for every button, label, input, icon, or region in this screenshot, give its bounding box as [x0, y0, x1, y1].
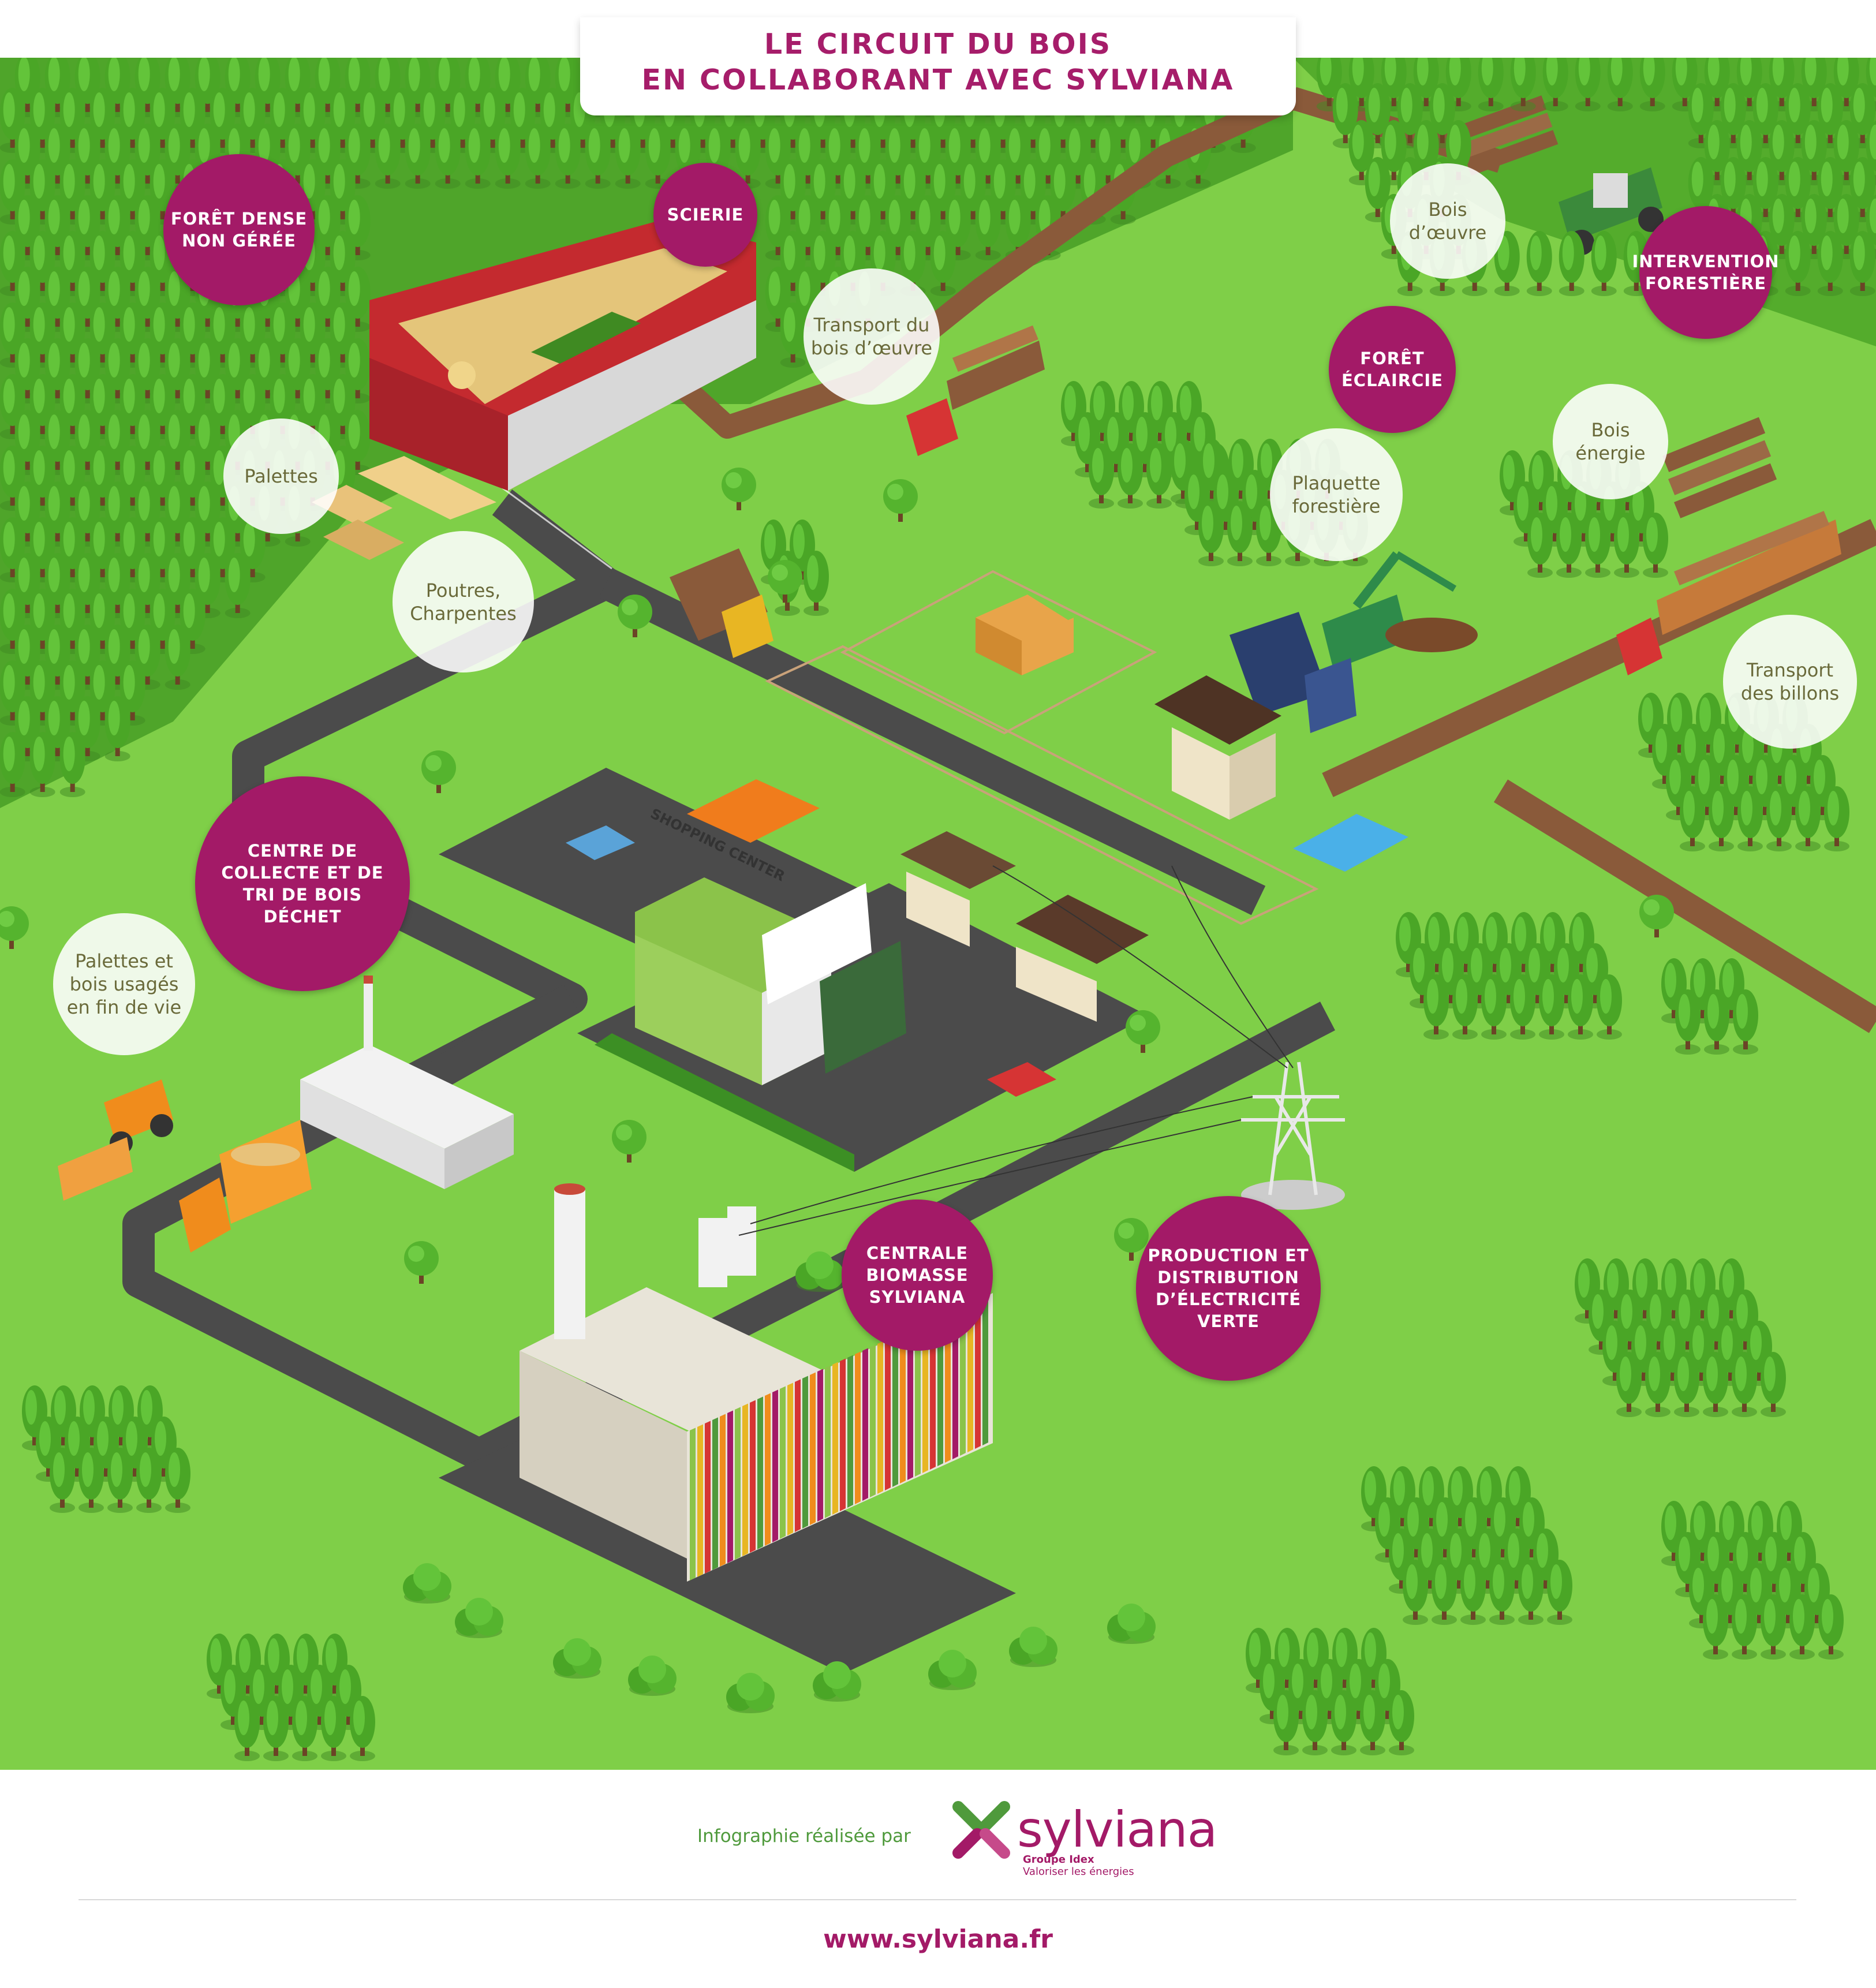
website-link[interactable]: www.sylviana.fr [823, 1925, 1053, 1954]
facade-stripe [967, 1299, 973, 1452]
bubble-bois-oeuvre: Bois d’œuvre [1390, 163, 1505, 279]
facade-stripe [915, 1324, 921, 1477]
bubble-transport-billons: Transport des billons [1723, 615, 1857, 749]
house-brown-roof [1154, 675, 1281, 820]
house-small [900, 831, 1149, 1022]
dump-truck-blue [1230, 612, 1356, 733]
car-blue [566, 825, 635, 860]
facade-stripe [862, 1348, 868, 1501]
bubble-poutres-charpentes: Poutres, Charpentes [393, 531, 534, 672]
fenced-lot [765, 570, 1319, 925]
facade-stripe [690, 1428, 696, 1580]
facade-stripe [907, 1327, 913, 1480]
bubble-centre-collecte: CENTRE DE COLLECTE ET DE TRI DE BOIS DÉC… [195, 776, 410, 991]
tree-icon [1575, 58, 1601, 111]
facade-stripe [847, 1355, 853, 1508]
tree-icon [1639, 58, 1665, 111]
swimming-pool [1293, 814, 1408, 872]
wood-loader [58, 1079, 173, 1201]
sawmill-building [369, 219, 756, 491]
logo-group: Groupe Idex [1023, 1854, 1094, 1866]
facade-stripe [892, 1334, 898, 1487]
bubble-palettes-usages: Palettes et bois usagés en fin de vie [53, 913, 195, 1055]
bubble-scierie: SCIERIE [653, 163, 757, 267]
facade-stripe [870, 1344, 876, 1497]
tree-icon [1478, 58, 1504, 111]
facade-stripe [742, 1403, 748, 1556]
bubble-palettes: Palettes [223, 418, 339, 534]
facade-stripe [885, 1337, 891, 1490]
bubble-plaquette-forestiere: Plaquette forestière [1270, 428, 1403, 561]
facade-stripe [952, 1306, 958, 1459]
facade-stripe [772, 1389, 778, 1542]
facade-stripe [795, 1379, 801, 1532]
facade-stripe [817, 1369, 823, 1522]
facade-stripe [945, 1310, 951, 1463]
sylviana-logo-icon [952, 1801, 1010, 1859]
bubble-intervention-forestiere: INTERVENTION FORESTIÈRE [1632, 206, 1779, 339]
facade-stripe [937, 1313, 943, 1466]
facade-stripe [720, 1414, 726, 1567]
logging-truck-top [906, 325, 1045, 456]
electricity-pylon [1241, 1062, 1345, 1210]
sylviana-logo-text: sylviana [1017, 1801, 1217, 1859]
road-edges [502, 487, 612, 570]
facade-stripe [712, 1417, 718, 1570]
dirt-road-east [1493, 779, 1876, 1033]
bubble-bois-energie: Bois énergie [1553, 384, 1668, 499]
facade-stripe [727, 1410, 733, 1563]
facade-stripe [877, 1341, 883, 1494]
facade-stripe [780, 1386, 786, 1539]
tree-icon [1607, 58, 1633, 111]
orange-dump-truck [179, 1120, 312, 1253]
tree-icon [1510, 58, 1536, 111]
facade-stripe [750, 1400, 756, 1553]
title-line-2: EN COLLABORANT AVEC SYLVIANA [641, 63, 1235, 96]
facade-stripe [900, 1331, 906, 1483]
log-stack-energy [1662, 417, 1777, 518]
logo-tagline: Valoriser les énergies [1023, 1866, 1134, 1878]
facade-stripe [982, 1292, 988, 1445]
facade-stripe [705, 1421, 711, 1574]
facade-stripe [697, 1424, 703, 1577]
logging-truck-right [1616, 511, 1841, 675]
facade-stripe [757, 1396, 763, 1549]
facade-stripe [960, 1303, 966, 1456]
facade-stripe [832, 1362, 838, 1515]
bubble-foret-eclaircie: FORÊT ÉCLAIRCIE [1329, 306, 1456, 433]
power-lines [738, 865, 1294, 1236]
yellow-log-truck [670, 548, 773, 658]
title-banner: LE CIRCUIT DU BOIS EN COLLABORANT AVEC S… [580, 17, 1296, 115]
bubble-transport-bois-oeuvre: Transport du bois d’œuvre [804, 268, 940, 405]
facade-stripe [922, 1320, 928, 1473]
bubble-foret-dense: FORÊT DENSE NON GÉRÉE [163, 154, 315, 305]
biomass-power-plant [520, 1183, 993, 1582]
facade-stripe [735, 1407, 741, 1560]
collection-center-building [300, 976, 514, 1189]
bubble-centrale-biomasse: CENTRALE BIOMASSE SYLVIANA [842, 1199, 993, 1351]
shopping-center-building: SHOPPING CENTER [635, 779, 906, 1085]
facade-stripe [765, 1393, 771, 1546]
timber-house [976, 595, 1074, 675]
title-line-1: LE CIRCUIT DU BOIS [764, 28, 1112, 61]
facade-stripe [855, 1351, 861, 1504]
facade-stripe [787, 1382, 793, 1535]
tree-icon [1542, 58, 1568, 111]
facade-stripe [840, 1358, 846, 1511]
facade-stripe [975, 1296, 981, 1449]
car-red [987, 1062, 1056, 1097]
facade-stripe [810, 1372, 816, 1525]
chipper-machine [1322, 551, 1478, 670]
hedge [595, 1033, 854, 1172]
facade-stripe [930, 1317, 936, 1470]
infographic-credit: Infographie réalisée par [697, 1826, 911, 1847]
facade-stripe [802, 1376, 808, 1529]
footer-divider [79, 1899, 1796, 1900]
facade-stripe [825, 1365, 831, 1518]
bubble-production-electricite: PRODUCTION ET DISTRIBUTION D’ÉLECTRICITÉ… [1136, 1196, 1321, 1381]
